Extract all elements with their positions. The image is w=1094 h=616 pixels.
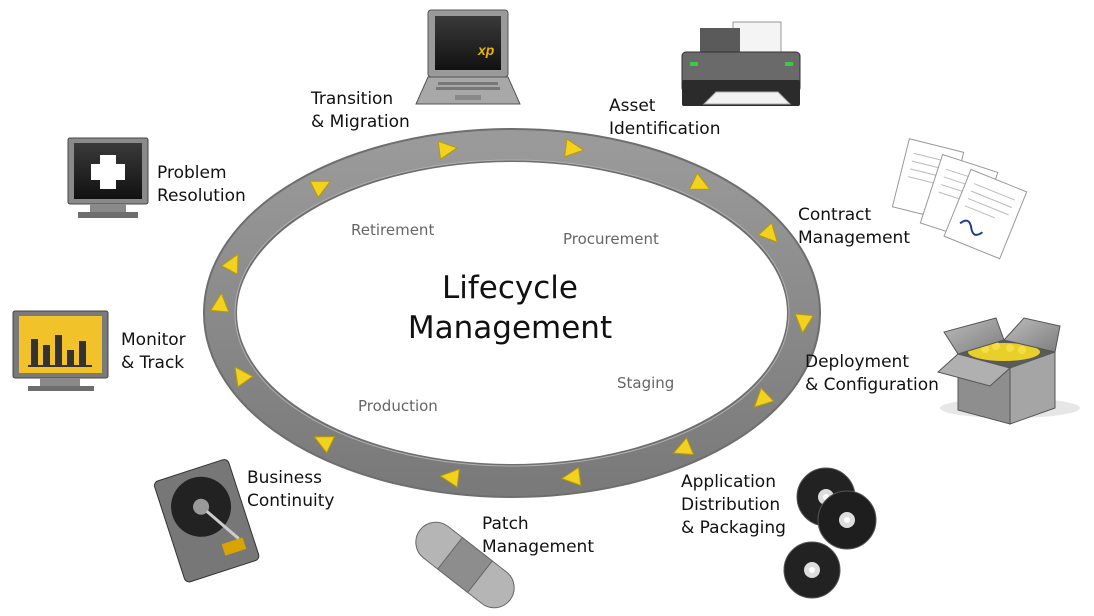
diagram-title: Lifecycle Management (390, 268, 630, 348)
ring-arrow (564, 138, 585, 158)
ring-arrow (757, 221, 779, 244)
ring-arrow (437, 140, 459, 161)
label-patch-management: Patch Management (482, 513, 594, 559)
medical-monitor-icon (67, 137, 149, 218)
label-problem-resolution: Problem Resolution (157, 162, 246, 208)
ring-arrows (209, 138, 815, 488)
laptop-screen-text: xp (477, 42, 495, 58)
label-line: Management (482, 537, 594, 557)
title-line-1: Lifecycle (442, 270, 578, 306)
label-line: & Migration (311, 112, 410, 132)
hard-drive-icon (153, 459, 260, 583)
ring-arrow (209, 292, 230, 313)
lifecycle-ring (203, 128, 821, 498)
label-line: Resolution (157, 186, 246, 206)
phase-production: Production (358, 397, 438, 415)
label-line: Problem (157, 163, 227, 183)
label-line: Asset (609, 96, 656, 116)
chart-monitor-icon (12, 310, 109, 391)
phase-retirement: Retirement (351, 221, 435, 239)
label-line: Contract (798, 205, 872, 225)
title-line-2: Management (407, 310, 613, 346)
ring-arrow (688, 172, 711, 190)
label-line: & Configuration (805, 375, 939, 395)
label-application-distribution: Application Distribution & Packaging (681, 471, 786, 540)
ring-arrow (309, 180, 332, 199)
ring-arrow (560, 466, 582, 487)
phase-staging: Staging (617, 374, 675, 392)
label-business-continuity: Business Continuity (247, 467, 334, 513)
bandage-icon (415, 521, 515, 609)
ring-arrow (794, 313, 815, 334)
label-line: Identification (609, 119, 721, 139)
label-line: Patch (482, 514, 529, 534)
ring-arrow (234, 365, 254, 388)
documents-icon (891, 138, 1028, 260)
phase-procurement: Procurement (563, 230, 659, 248)
label-line: Distribution (681, 495, 781, 515)
ring-arrow (313, 436, 336, 454)
ring-arrow (672, 436, 695, 456)
label-line: Management (798, 228, 910, 248)
label-deployment-configuration: Deployment & Configuration (805, 351, 939, 397)
cd-discs-icon (783, 467, 877, 599)
label-monitor-track: Monitor & Track (121, 329, 186, 375)
label-line: Business (247, 468, 322, 488)
label-line: & Track (121, 353, 185, 373)
laptop-icon: xp (415, 9, 521, 105)
ring-arrow (220, 253, 239, 276)
label-line: Continuity (247, 491, 335, 511)
label-contract-management: Contract Management (798, 204, 910, 250)
ring-arrow (753, 387, 775, 408)
label-line: & Packaging (681, 518, 786, 538)
label-asset-identification: Asset Identification (609, 95, 720, 141)
label-line: Monitor (121, 330, 186, 350)
label-transition-migration: Transition & Migration (311, 88, 410, 134)
label-line: Deployment (805, 352, 909, 372)
box-icon (936, 317, 1080, 425)
printer-icon (681, 21, 801, 106)
label-line: Application (681, 472, 776, 492)
ring-arrow (439, 468, 460, 488)
label-line: Transition (311, 89, 394, 109)
